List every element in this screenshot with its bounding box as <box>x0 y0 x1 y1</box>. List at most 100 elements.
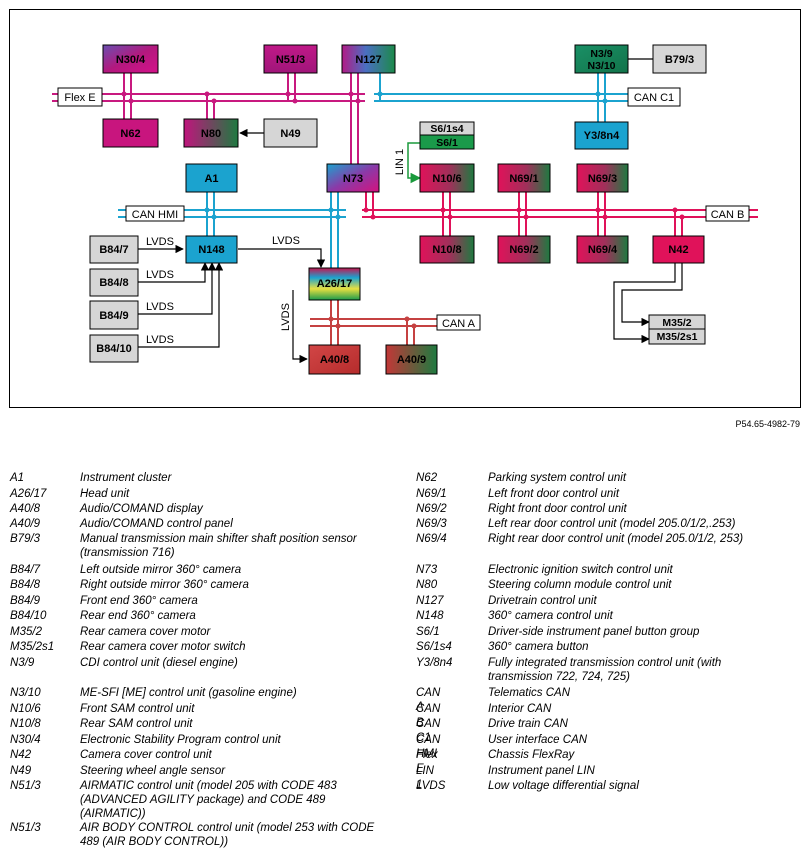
legend-description: Front SAM control unit <box>80 703 195 715</box>
legend-description: Electronic Stability Program control uni… <box>80 734 281 746</box>
unit-b84-10[interactable]: B84/10 <box>89 334 139 363</box>
unit-n69-1-label: N69/1 <box>509 173 538 185</box>
unit-m35-2s1[interactable]: M35/2s1 <box>648 328 706 345</box>
unit-b84-9-label: B84/9 <box>99 310 128 322</box>
unit-b84-9[interactable]: B84/9 <box>89 300 139 330</box>
legend-code: N69/3 <box>416 518 447 530</box>
unit-a1-label: A1 <box>204 173 218 185</box>
unit-y3-8n4-label: Y3/8n4 <box>584 130 620 142</box>
legend-description: Right rear door control unit (model 205.… <box>488 533 744 545</box>
bus-can-c1-nodes <box>377 91 608 104</box>
legend-description: Rear end 360° camera <box>80 610 196 622</box>
unit-m35-2s1-label: M35/2s1 <box>657 331 698 343</box>
unit-n49-label: N49 <box>280 128 300 140</box>
bus-can-hmi-nodes <box>204 207 341 220</box>
unit-n69-3[interactable]: N69/3 <box>576 163 629 193</box>
wiring-diagram: N30/4 N51/3 N127 N3/9 N3/10 B79/3 N62 N8… <box>9 9 801 408</box>
legend-code: N80 <box>416 579 438 591</box>
unit-a1[interactable]: A1 <box>185 163 238 193</box>
legend-code: CAN A <box>416 687 441 713</box>
unit-b79-3[interactable]: B79/3 <box>652 44 707 74</box>
unit-n3-9-n3-10[interactable]: N3/9 N3/10 <box>574 44 629 74</box>
figure-reference: P54.65-4982-79 <box>735 419 800 429</box>
legend-description: Chassis FlexRay <box>488 749 575 761</box>
unit-n30-4[interactable]: N30/4 <box>102 44 159 74</box>
legend-description: Camera cover control unit <box>80 749 212 761</box>
legend-code: N10/6 <box>10 703 41 715</box>
legend-code: Flex E <box>416 749 438 775</box>
legend-description: Left outside mirror 360° camera <box>80 564 242 576</box>
label-lvds-n148: LVDS <box>272 235 300 247</box>
legend-description: Telematics CAN <box>488 687 571 699</box>
legend-code: M35/2 <box>10 626 42 638</box>
unit-n10-8[interactable]: N10/8 <box>419 235 475 264</box>
unit-a40-9[interactable]: A40/9 <box>385 344 438 375</box>
legend-description: Drive train CAN <box>488 718 568 730</box>
legend-description: Audio/COMAND control panel <box>80 518 233 530</box>
bus-can-b <box>362 192 758 236</box>
label-lvds-b84-10: LVDS <box>146 334 174 346</box>
legend-code: N148 <box>416 610 444 622</box>
unit-n49[interactable]: N49 <box>263 118 318 148</box>
bus-can-a <box>310 300 440 345</box>
unit-n69-4-label: N69/4 <box>588 244 618 256</box>
label-can-b: CAN B <box>705 205 750 222</box>
unit-b84-8[interactable]: B84/8 <box>89 268 139 297</box>
legend-code: N49 <box>10 765 32 777</box>
unit-n73[interactable]: N73 <box>326 163 380 193</box>
legend-code: S6/1 <box>416 626 440 638</box>
legend-description: Steering wheel angle sensor <box>80 765 226 777</box>
legend-description: AIRMATIC control unit (model 205 with CO… <box>80 780 337 820</box>
legend-description: AIR BODY CONTROL control unit (model 253… <box>80 822 375 848</box>
unit-n62-label: N62 <box>120 128 140 140</box>
legend-description: 360° camera button <box>488 641 589 653</box>
unit-n80[interactable]: N80 <box>183 118 239 148</box>
legend-code: M35/2s1 <box>10 641 55 653</box>
legend-description: Rear camera cover motor <box>80 626 211 638</box>
legend-description: Driver-side instrument panel button grou… <box>488 626 700 638</box>
legend-code: S6/1s4 <box>416 641 452 653</box>
unit-n148-label: N148 <box>198 244 224 256</box>
unit-s6-1-label: S6/1 <box>436 137 458 149</box>
unit-s6-1s4[interactable]: S6/1s4 <box>419 121 475 136</box>
unit-a40-8[interactable]: A40/8 <box>308 344 361 375</box>
unit-b79-3-label: B79/3 <box>665 54 694 66</box>
unit-s6-1[interactable]: S6/1 <box>419 134 475 150</box>
label-can-a: CAN A <box>436 314 481 331</box>
unit-n69-1[interactable]: N69/1 <box>497 163 551 193</box>
label-lvds-a26-17: LVDS <box>280 303 292 331</box>
unit-n51-3[interactable]: N51/3 <box>263 44 318 74</box>
legend-description: Left front door control unit <box>488 488 620 500</box>
unit-n69-4[interactable]: N69/4 <box>576 235 629 264</box>
unit-b84-7[interactable]: B84/7 <box>89 235 139 264</box>
legend-description: Head unit <box>80 488 130 500</box>
unit-n10-6[interactable]: N10/6 <box>419 163 475 193</box>
unit-n148[interactable]: N148 <box>185 235 238 264</box>
unit-a26-17[interactable]: A26/17 <box>308 267 361 301</box>
legend-code: A1 <box>10 472 25 484</box>
label-lvds-b84-9: LVDS <box>146 301 174 313</box>
unit-n62[interactable]: N62 <box>102 118 159 148</box>
unit-n30-4-label: N30/4 <box>116 54 146 66</box>
diagram-frame <box>9 9 801 408</box>
legend-code: N73 <box>416 564 438 576</box>
legend-description: Fully integrated transmission control un… <box>488 657 722 683</box>
unit-n127[interactable]: N127 <box>341 44 396 74</box>
legend-description: 360° camera control unit <box>488 610 613 622</box>
unit-n42[interactable]: N42 <box>652 235 705 264</box>
unit-n69-2-label: N69/2 <box>509 244 538 256</box>
bus-flex-e-nodes <box>121 91 361 104</box>
legend-code: N10/8 <box>10 718 41 730</box>
unit-s6-1s4-label: S6/1s4 <box>430 123 463 135</box>
label-can-b-text: CAN B <box>711 209 745 221</box>
legend-code: CAN C1 <box>416 718 441 744</box>
legend-description: Drivetrain control unit <box>488 595 597 607</box>
unit-n69-2[interactable]: N69/2 <box>497 235 551 264</box>
unit-m35-2[interactable]: M35/2 <box>648 314 706 330</box>
legend-code: N30/4 <box>10 734 41 746</box>
legend-description: Instrument cluster <box>80 472 172 484</box>
legend-description: Right front door control unit <box>488 503 627 515</box>
unit-n42-label: N42 <box>668 244 688 256</box>
label-can-a-text: CAN A <box>442 318 476 330</box>
unit-y3-8n4[interactable]: Y3/8n4 <box>574 121 629 150</box>
